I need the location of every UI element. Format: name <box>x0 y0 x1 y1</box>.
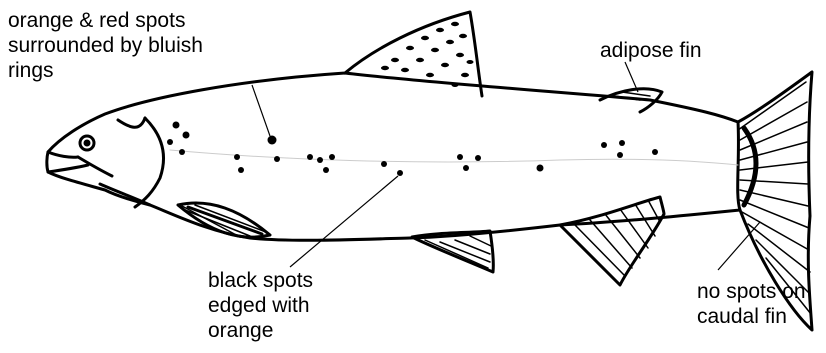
label-caudal-fin: no spots on caudal fin <box>697 279 806 329</box>
label-adipose-fin: adipose fin <box>600 38 702 63</box>
leader-line-orange-red-spots <box>252 85 270 136</box>
body-spots <box>167 122 658 177</box>
label-black-spots: black spots edged with orange <box>208 268 313 343</box>
leader-line-caudal-fin <box>718 222 760 270</box>
anal-fin <box>560 197 664 285</box>
fish-body <box>47 73 740 240</box>
leader-line-black-spots <box>290 176 398 267</box>
leader-line-adipose-fin <box>625 62 638 92</box>
label-orange-red-spots: orange & red spots surrounded by bluish … <box>8 8 203 83</box>
gill-cover <box>135 118 164 207</box>
pectoral-fin <box>178 203 270 237</box>
